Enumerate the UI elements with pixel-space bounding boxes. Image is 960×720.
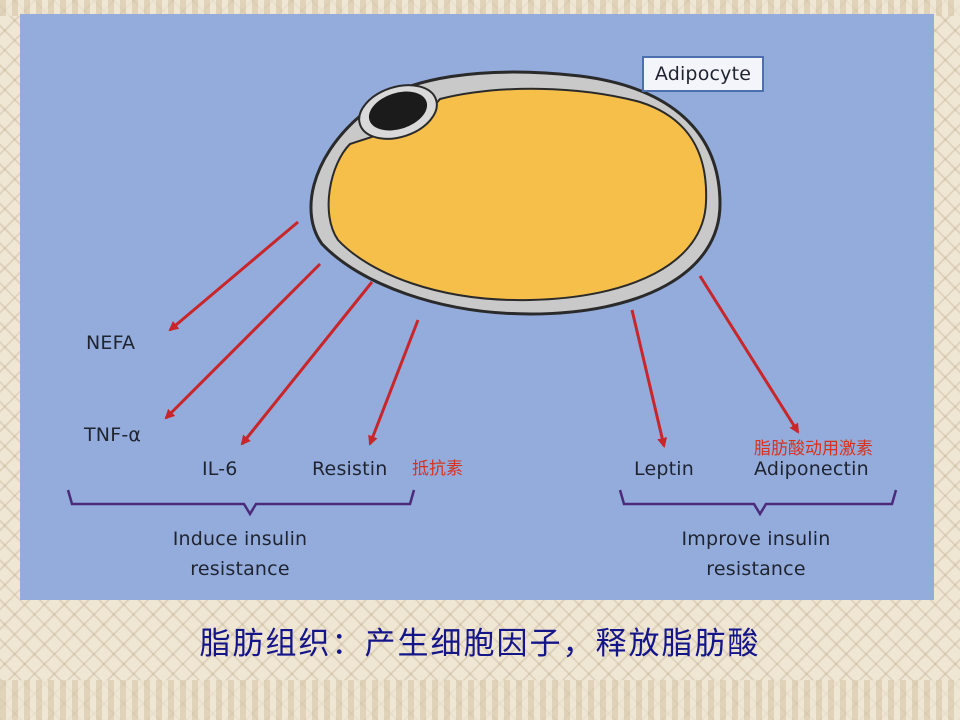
adipocyte-label: Adipocyte — [654, 63, 752, 85]
label-nefa: NEFA — [86, 332, 136, 354]
diagram-panel: Adipocyte NEFA TNF-α IL-6 Resistin Lepti… — [20, 14, 934, 600]
label-leptin: Leptin — [634, 458, 694, 480]
bracket-left — [66, 489, 416, 517]
bracket-right — [618, 489, 898, 517]
annotation-resistin-cn: 抵抗素 — [412, 459, 463, 479]
annotation-adiponectin-cn: 脂肪酸动用激素 — [754, 439, 873, 459]
arrow-adiponectin — [698, 275, 800, 434]
arrow-il6 — [240, 281, 374, 446]
arrow-resistin — [368, 319, 420, 446]
adipocyte-label-box: Adipocyte — [642, 56, 764, 92]
decorative-band-top — [0, 0, 960, 16]
label-resistin: Resistin — [312, 458, 388, 480]
arrow-nefa — [168, 220, 299, 332]
label-tnf-alpha: TNF-α — [84, 424, 142, 446]
slide-caption: 脂肪组织：产生细胞因子，释放脂肪酸 — [199, 626, 761, 662]
label-il6: IL-6 — [202, 458, 238, 480]
arrow-tnf — [164, 262, 322, 420]
group-label-induce: Induce insulin resistance — [172, 528, 308, 580]
arrow-leptin — [630, 309, 668, 448]
decorative-band-bottom — [0, 680, 960, 720]
group-label-improve: Improve insulin resistance — [681, 528, 831, 580]
adipocyte-diagram — [66, 70, 898, 517]
nucleus — [368, 91, 428, 131]
label-adiponectin: Adiponectin — [754, 458, 869, 480]
cell-cytoplasm — [327, 87, 708, 302]
